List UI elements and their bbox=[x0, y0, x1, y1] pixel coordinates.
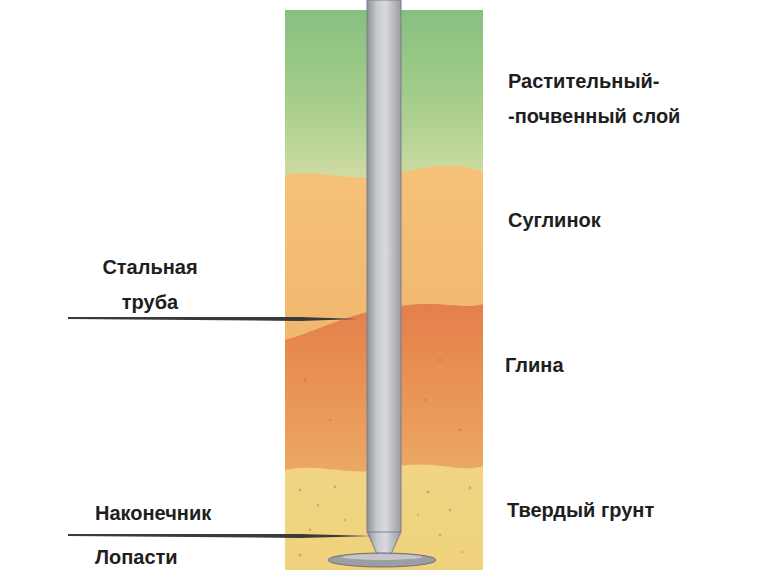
steel-pipe bbox=[367, 0, 401, 556]
part-label: Стальная труба bbox=[75, 250, 225, 320]
leader-line bbox=[68, 534, 372, 538]
layer-label: Суглинок bbox=[508, 203, 708, 238]
blade-highlight bbox=[342, 554, 422, 560]
layer-label: Твердый грунт bbox=[507, 493, 747, 528]
part-label: Наконечник bbox=[95, 496, 295, 531]
leader-lines bbox=[68, 317, 372, 538]
steel-pile bbox=[328, 0, 436, 567]
layer-label: Глина bbox=[505, 348, 705, 383]
tip-seam bbox=[367, 532, 401, 533]
leader-line bbox=[68, 317, 358, 321]
part-label: Лопасти bbox=[95, 546, 295, 568]
layer-label: Растительный- -почвенный слой bbox=[508, 64, 763, 134]
screw-blade bbox=[328, 553, 436, 567]
